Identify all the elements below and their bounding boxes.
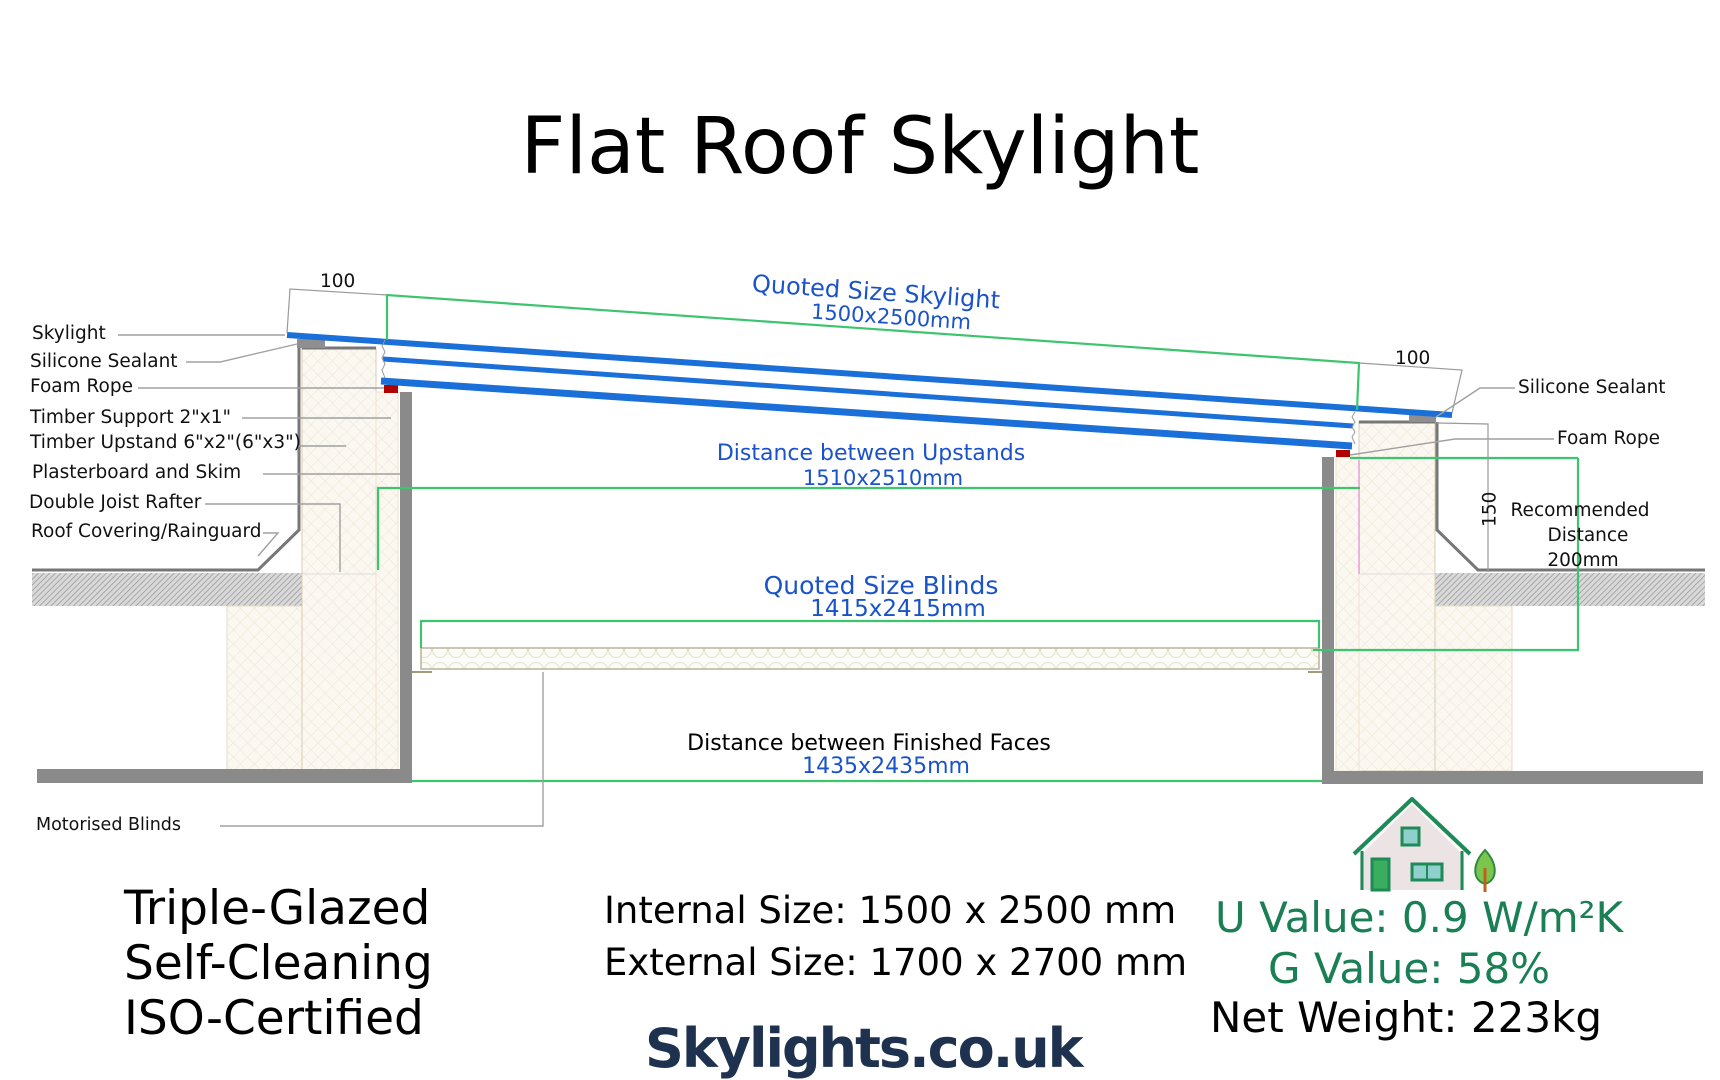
label-plasterboard: Plasterboard and Skim — [32, 462, 242, 483]
page-title: Flat Roof Skylight — [520, 102, 1200, 192]
ceiling-right — [1322, 771, 1703, 784]
brand-logo: Skylights.co.uk — [645, 1017, 1084, 1080]
label-recommended-200mm: 200mm — [1547, 550, 1619, 571]
silicone-sealant-left — [297, 339, 325, 348]
roof-deck-right — [1435, 422, 1705, 606]
dim-blinds-value: 1415x2415mm — [810, 596, 986, 622]
foam-rope-left — [384, 385, 398, 393]
feature-triple-glazed: Triple-Glazed — [124, 881, 431, 936]
label-upstand-150: 150 — [1479, 491, 1501, 527]
net-weight: Net Weight: 223kg — [1210, 993, 1603, 1042]
dim-overhang-right: 100 — [1395, 348, 1431, 369]
silicone-sealant-right — [1409, 414, 1436, 422]
label-skylight: Skylight — [32, 323, 106, 344]
motorised-blinds-bar — [412, 647, 1322, 673]
label-recommended: Recommended — [1510, 500, 1650, 521]
label-silicone-sealant: Silicone Sealant — [30, 351, 178, 372]
dim-overhang-left: 100 — [320, 271, 356, 292]
dimension-lines — [376, 293, 1580, 783]
u-value: U Value: 0.9 W/m²K — [1215, 893, 1624, 942]
label-timber-upstand: Timber Upstand 6"x2"(6"x3") — [30, 432, 301, 453]
label-double-joist: Double Joist Rafter — [29, 492, 202, 513]
feature-self-cleaning: Self-Cleaning — [124, 936, 433, 991]
dim-faces-label: Distance between Finished Faces — [687, 731, 1051, 756]
overhang-dimensions — [286, 288, 1489, 572]
g-value: G Value: 58% — [1268, 944, 1551, 993]
eco-house-icon — [1352, 797, 1496, 892]
dim-upstands-label: Distance between Upstands — [716, 441, 1026, 466]
roof-deck-left — [32, 348, 302, 606]
label-foam-rope: Foam Rope — [30, 376, 134, 397]
dim-upstands-value: 1510x2510mm — [802, 466, 964, 490]
label-timber-support: Timber Support 2"x1" — [30, 407, 232, 428]
size-info: Internal Size: 1500 x 2500 mm External S… — [604, 885, 1187, 989]
left-upstand — [226, 339, 412, 783]
plasterboard-right — [1322, 457, 1334, 783]
plasterboard-left — [400, 392, 412, 783]
leader-lines — [118, 334, 1554, 827]
dim-blinds-label: Quoted Size Blinds — [763, 571, 999, 600]
feature-list: Triple-Glazed Self-Cleaning ISO-Certifie… — [124, 881, 433, 1046]
foam-rope-right — [1336, 450, 1350, 457]
label-motorised-blinds: Motorised Blinds — [36, 815, 182, 835]
label-silicone-sealant-right: Silicone Sealant — [1518, 377, 1666, 398]
external-size: External Size: 1700 x 2700 mm — [604, 941, 1188, 984]
label-foam-rope-right: Foam Rope — [1557, 428, 1661, 449]
label-roof-covering: Roof Covering/Rainguard — [31, 521, 262, 542]
ceiling-left — [37, 769, 412, 783]
right-upstand — [1322, 414, 1513, 783]
internal-size: Internal Size: 1500 x 2500 mm — [604, 889, 1177, 932]
label-recommended-distance: Distance — [1547, 525, 1629, 546]
dim-faces-value: 1435x2435mm — [802, 754, 970, 779]
feature-iso-certified: ISO-Certified — [124, 991, 424, 1046]
triple-glazing — [286, 332, 1453, 450]
